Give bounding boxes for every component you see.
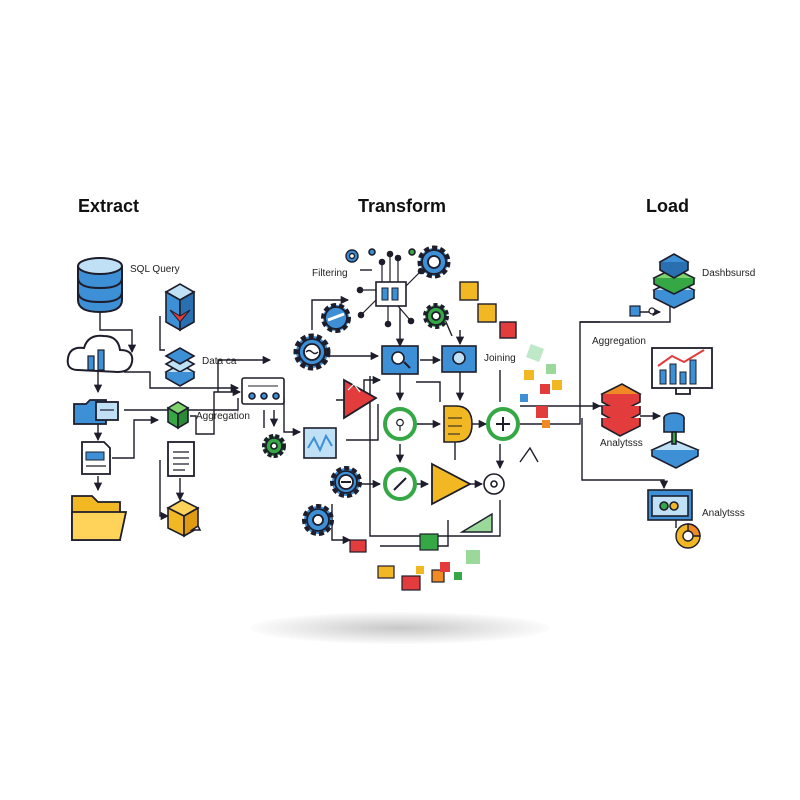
package-box-icon: [166, 499, 202, 538]
connector-lines: [93, 269, 677, 547]
ground-shadow: [250, 612, 550, 644]
report-document-icon: [167, 441, 195, 477]
filtering-label: Filtering: [312, 268, 348, 279]
cloud-icon: [66, 334, 134, 374]
dashboard-stack-icon: [652, 253, 696, 309]
green-cube-icon: [166, 401, 190, 430]
data-catalog-label: Data ca: [202, 356, 237, 367]
analysis-platform-icon: [650, 412, 700, 469]
yellow-triangle-icon: [431, 462, 472, 506]
analysis-label-1: Analytsss: [600, 438, 643, 449]
blue-gear-left-icon: [321, 303, 351, 333]
process-monitor-icon: [381, 345, 419, 375]
folder-network-icon: [73, 399, 119, 425]
wave-chart-icon: [303, 427, 337, 459]
red-triangle-icon: [343, 378, 378, 420]
small-green-gear-icon: [262, 434, 286, 458]
folder-icon: [71, 495, 128, 541]
data-warehouse-icon: [600, 383, 642, 437]
document-icon: [81, 441, 111, 475]
loop-node-icon: [483, 473, 505, 495]
processor-chip-icon: [356, 248, 425, 328]
small-gear-icon: [345, 249, 359, 263]
bottom-gear-icon: [302, 504, 334, 536]
control-panel-icon: [241, 377, 285, 405]
layer-stack-icon: [164, 347, 196, 387]
green-node-cross-icon: [383, 467, 417, 501]
scattered-blocks: [349, 533, 480, 591]
dashboard-label: Dashbsursd: [702, 268, 756, 279]
green-node-plus-icon: [486, 407, 520, 441]
analysis-label-2: Analytsss: [702, 508, 745, 519]
scattered-confetti: [520, 344, 562, 428]
sql-query-label: SQL Query: [130, 264, 180, 275]
blue-gear-wave-icon: [293, 333, 331, 371]
extract-title: Extract: [78, 196, 140, 216]
aggregation-left-label: Aggregation: [196, 411, 250, 422]
server-box-icon: [164, 283, 196, 332]
transform-title: Transform: [358, 196, 447, 216]
yellow-cube-icon: [459, 281, 517, 339]
donut-chart-icon: [675, 523, 701, 549]
svg-text:⚲: ⚲: [395, 416, 405, 432]
analytics-monitor-icon: [651, 347, 713, 395]
database-icon: [77, 257, 123, 314]
merge-gate-icon: [443, 405, 473, 443]
link-icon: [629, 305, 656, 317]
gear-icon: [417, 245, 451, 279]
load-title: Load: [646, 196, 689, 216]
green-gear-icon: [423, 303, 449, 329]
analytics-window-icon: [647, 489, 693, 521]
green-triangle-icon: [459, 512, 493, 533]
minus-gear-icon: [330, 466, 362, 498]
aggregation-right-label: Aggregation: [592, 336, 646, 347]
joining-label: Joining: [484, 353, 516, 364]
green-node-filter-icon: ⚲: [383, 407, 417, 441]
joining-box-icon: [441, 345, 477, 373]
